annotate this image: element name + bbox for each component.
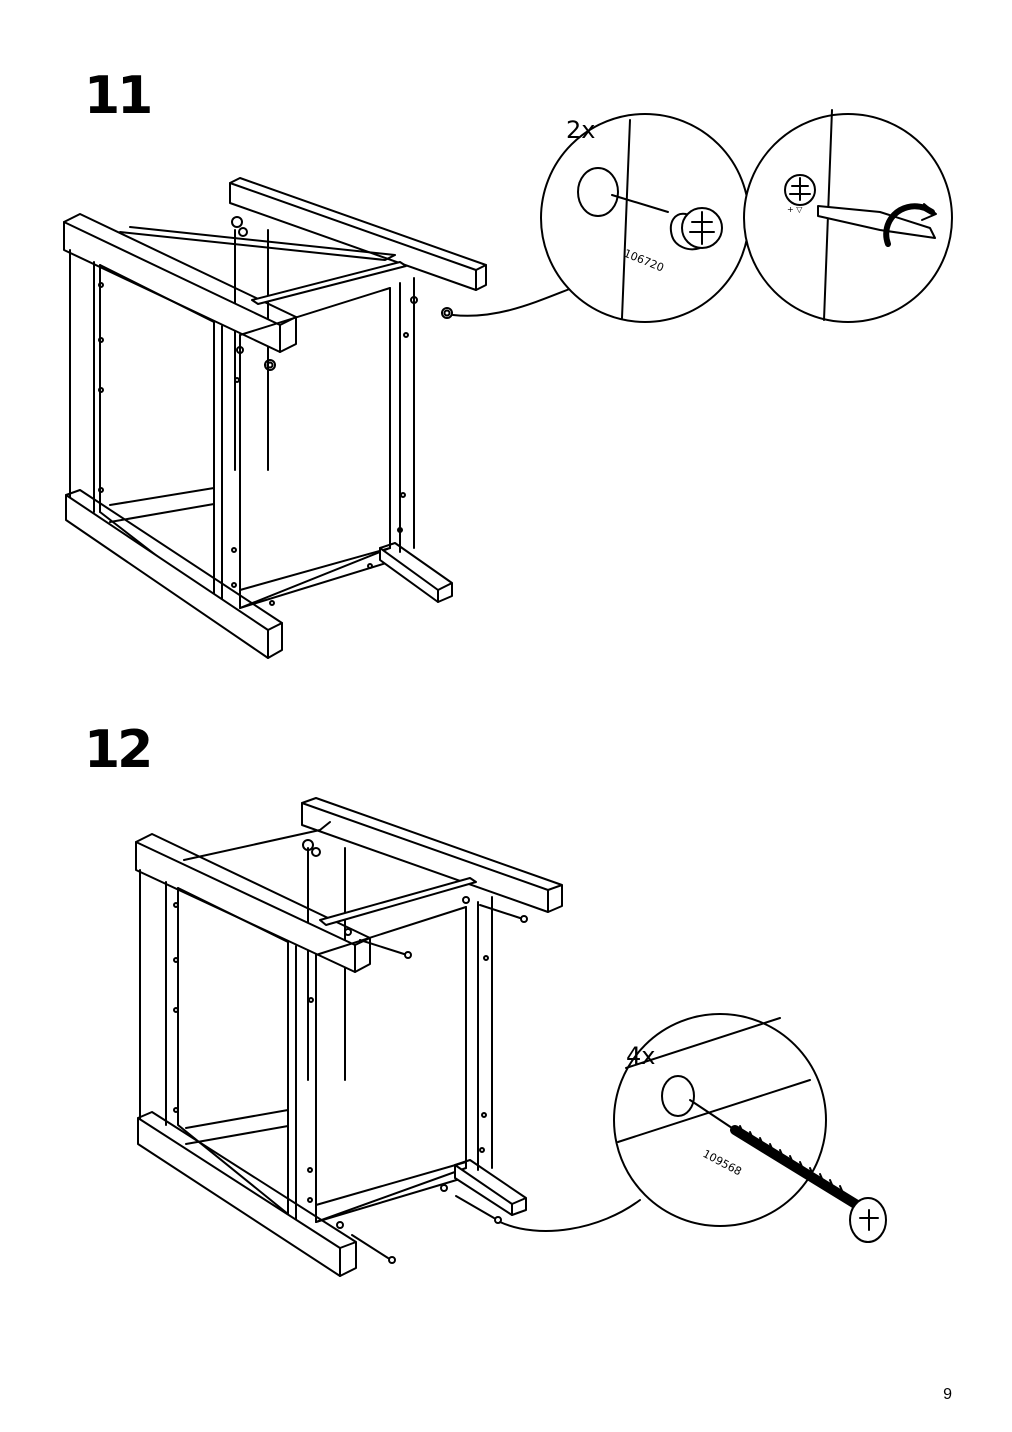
plus-minus-marking: + ▽ — [787, 205, 803, 214]
step-12-number: 12 — [84, 720, 153, 780]
step-11-stool-frame-illustration — [63, 177, 581, 659]
step-12-screw-detail — [613, 1013, 887, 1243]
step-11-number: 11 — [84, 66, 153, 126]
step-12-quantity-label: 4x — [626, 1042, 655, 1070]
step-11-cam-lock-detail — [540, 113, 750, 323]
step-11-quantity-label: 2x — [566, 116, 595, 144]
page-number: 9 — [943, 1386, 952, 1403]
step-12-stool-frame-illustration — [135, 797, 641, 1277]
step-11-screwdriver-detail: + ▽ — [743, 109, 953, 323]
